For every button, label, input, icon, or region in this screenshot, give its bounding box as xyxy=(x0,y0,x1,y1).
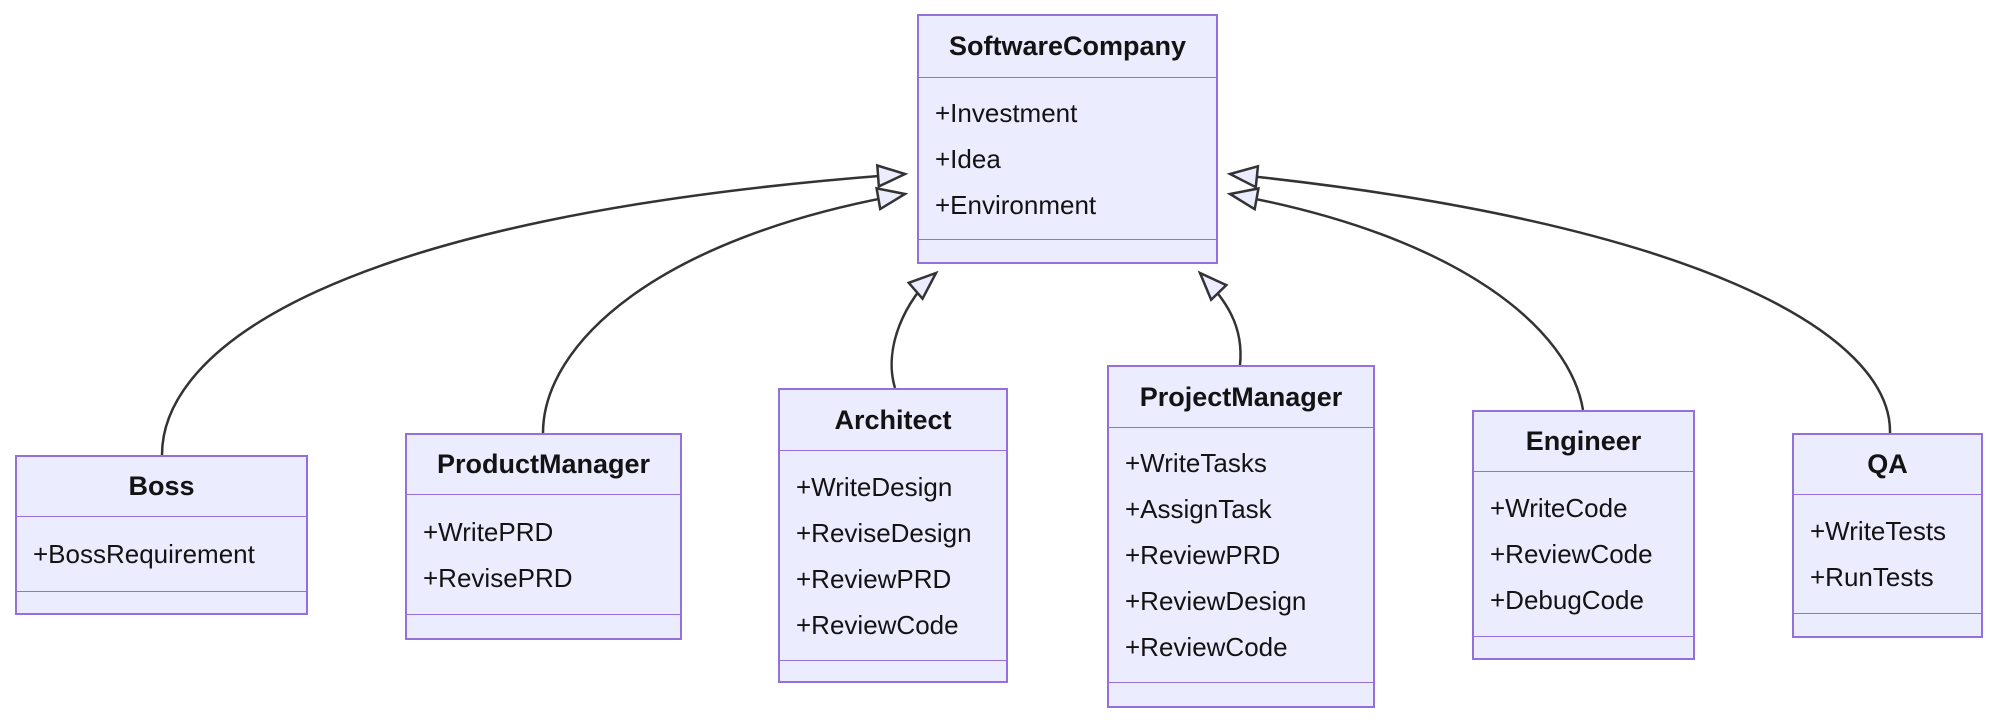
class-productmanager: ProductManager +WritePRD +RevisePRD xyxy=(405,433,682,640)
class-title: ProductManager xyxy=(407,435,680,495)
class-attributes: +WriteDesign +ReviseDesign +ReviewPRD +R… xyxy=(780,451,1006,660)
class-attribute: +Environment xyxy=(935,189,1097,220)
class-attribute: +BossRequirement xyxy=(33,539,255,569)
class-attribute: +ReviewDesign xyxy=(1125,586,1307,616)
class-attributes: +WriteCode +ReviewCode +DebugCode xyxy=(1474,472,1693,636)
class-title: Architect xyxy=(780,390,1006,451)
class-methods-empty xyxy=(407,614,680,638)
class-attribute: +WriteTasks xyxy=(1125,448,1267,478)
class-qa: QA +WriteTests +RunTests xyxy=(1792,433,1983,638)
class-methods-empty xyxy=(919,239,1216,262)
class-attribute: +RevisePRD xyxy=(423,562,573,593)
class-attribute: +RunTests xyxy=(1810,562,1934,592)
class-softwarecompany: SoftwareCompany +Investment +Idea +Envir… xyxy=(917,14,1218,264)
class-title: SoftwareCompany xyxy=(919,16,1216,78)
class-methods-empty xyxy=(17,591,306,613)
class-attribute: +ReviewCode xyxy=(1125,632,1288,662)
class-title: Boss xyxy=(17,457,306,517)
class-attribute: +ReviewPRD xyxy=(1125,540,1281,570)
class-title: Engineer xyxy=(1474,412,1693,472)
class-attribute: +WritePRD xyxy=(423,516,554,547)
class-attributes: +Investment +Idea +Environment xyxy=(919,78,1216,239)
inheritance-arrow-projectmanager-to-softwarecompany xyxy=(1197,270,1242,366)
class-attributes: +WritePRD +RevisePRD xyxy=(407,495,680,614)
class-attributes: +BossRequirement xyxy=(17,517,306,591)
class-engineer: Engineer +WriteCode +ReviewCode +DebugCo… xyxy=(1472,410,1695,660)
class-attribute: +AssignTask xyxy=(1125,494,1272,524)
inheritance-arrow-architect-to-softwarecompany xyxy=(890,270,939,389)
class-methods-empty xyxy=(1474,636,1693,658)
class-title: QA xyxy=(1794,435,1981,495)
class-attribute: +DebugCode xyxy=(1490,585,1644,615)
class-methods-empty xyxy=(780,660,1006,681)
class-attribute: +Idea xyxy=(935,143,1001,174)
class-title: ProjectManager xyxy=(1109,367,1373,428)
class-attribute: +WriteTests xyxy=(1810,516,1947,546)
class-attribute: +ReviewPRD xyxy=(796,563,952,594)
class-attribute: +ReviseDesign xyxy=(796,517,972,548)
class-attribute: +ReviewCode xyxy=(796,609,959,640)
class-attribute: +WriteDesign xyxy=(796,471,953,502)
class-methods-empty xyxy=(1109,682,1373,706)
class-architect: Architect +WriteDesign +ReviseDesign +Re… xyxy=(778,388,1008,683)
class-projectmanager: ProjectManager +WriteTasks +AssignTask +… xyxy=(1107,365,1375,708)
class-attribute: +WriteCode xyxy=(1490,493,1628,523)
class-boss: Boss +BossRequirement xyxy=(15,455,308,615)
class-attributes: +WriteTests +RunTests xyxy=(1794,495,1981,613)
class-methods-empty xyxy=(1794,613,1981,636)
class-attribute: +Investment xyxy=(935,97,1078,128)
class-attributes: +WriteTasks +AssignTask +ReviewPRD +Revi… xyxy=(1109,428,1373,682)
class-attribute: +ReviewCode xyxy=(1490,539,1653,569)
